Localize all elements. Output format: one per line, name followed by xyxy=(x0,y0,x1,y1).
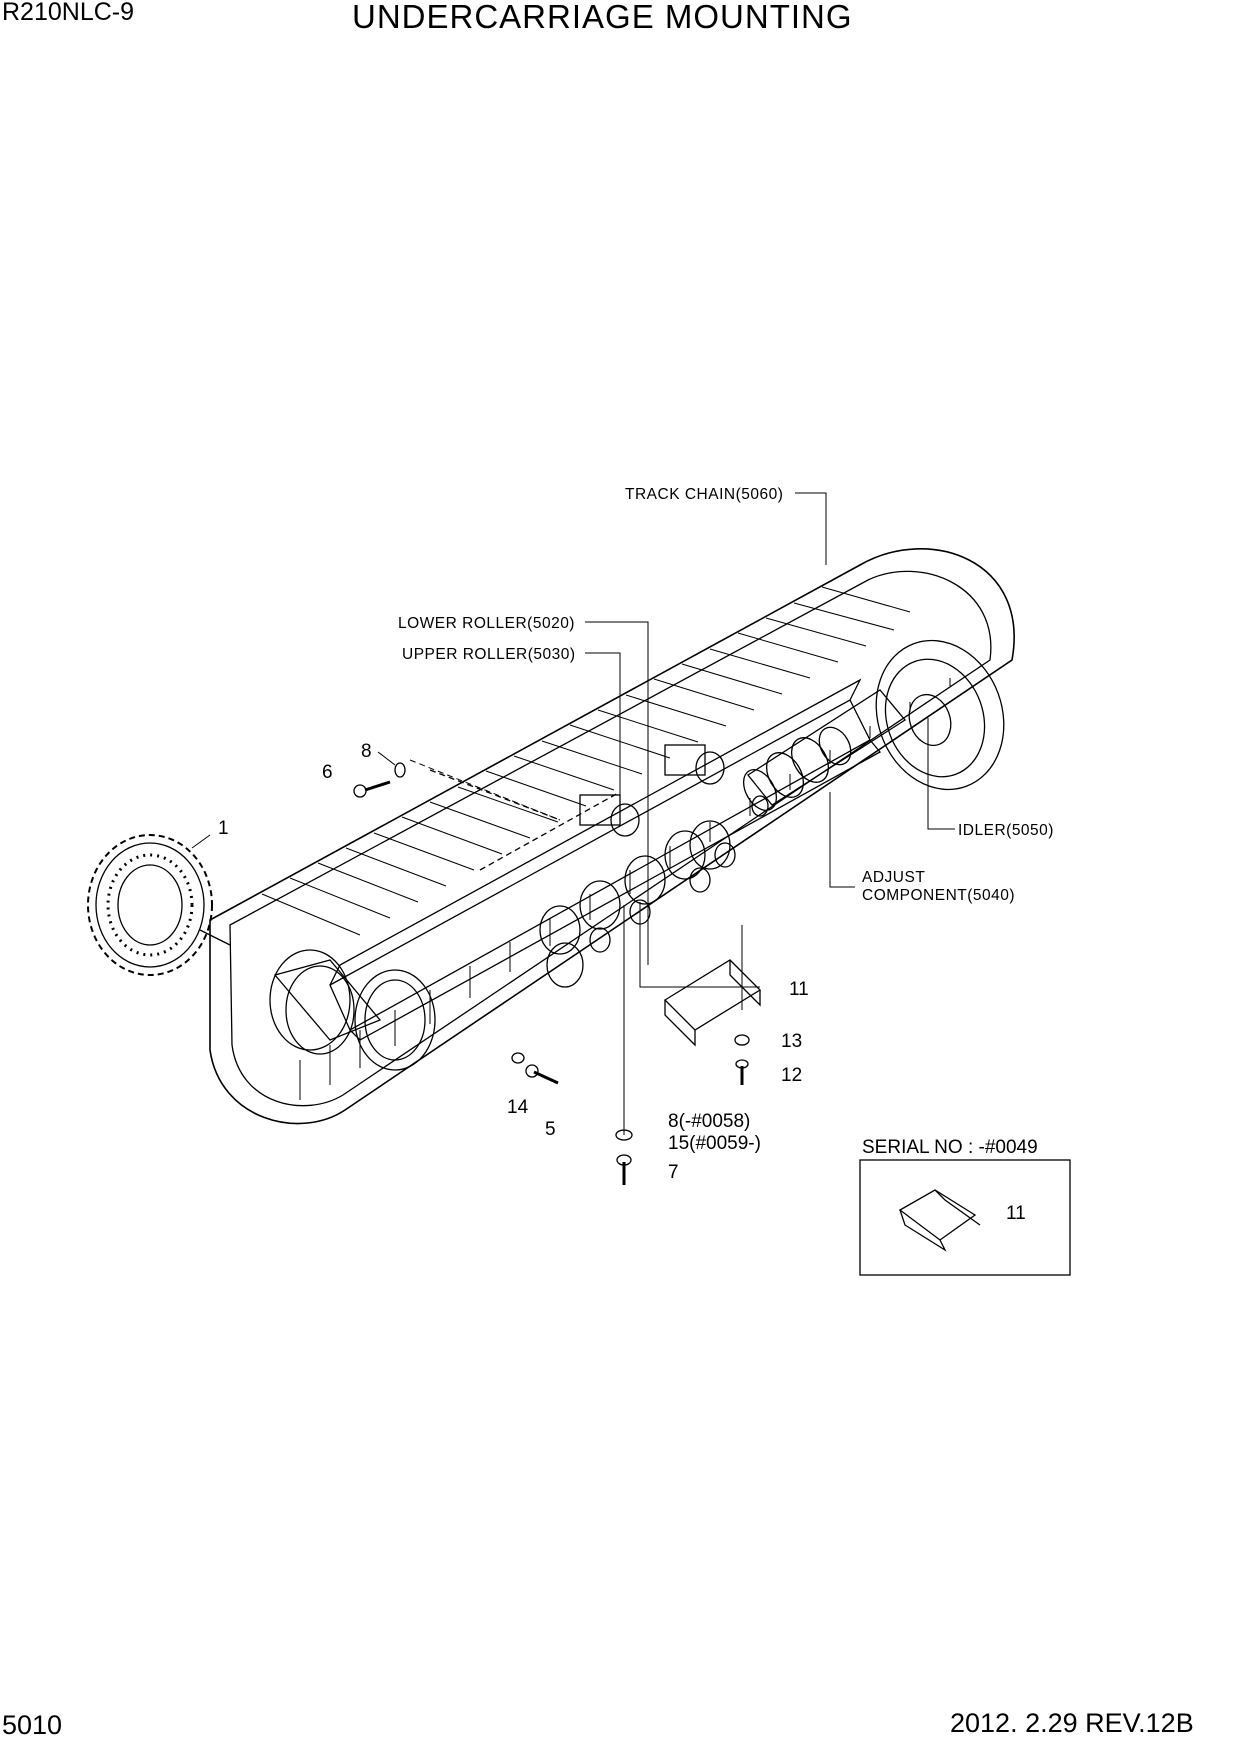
adjust-component-drawing xyxy=(742,689,906,817)
callout-1: 1 xyxy=(218,818,229,839)
model-code: R210NLC-9 xyxy=(2,0,135,26)
callout-8-serial: 8(-#0058) xyxy=(668,1111,750,1132)
upper-rollers-drawing xyxy=(579,744,725,837)
callout-12: 12 xyxy=(781,1065,802,1086)
sprocket-drawing xyxy=(87,834,231,976)
callout-5: 5 xyxy=(545,1119,556,1140)
travel-motor-drawing xyxy=(269,949,436,1071)
idler-drawing xyxy=(875,639,1005,791)
callout-11: 11 xyxy=(789,979,809,1000)
inset-title: SERIAL NO : -#0049 xyxy=(862,1137,1038,1158)
ref-adjust-line1: ADJUST xyxy=(862,869,925,886)
track-guard-drawing xyxy=(663,959,762,1047)
callout-13: 13 xyxy=(781,1031,802,1052)
revision-date: 2012. 2.29 REV.12B xyxy=(950,1708,1194,1738)
inset-frame xyxy=(859,1159,1071,1276)
callout-15-serial: 15(#0059-) xyxy=(668,1133,761,1154)
ref-upper-roller: UPPER ROLLER(5030) xyxy=(402,646,576,663)
ref-track-chain: TRACK CHAIN(5060) xyxy=(625,486,783,503)
page-title: UNDERCARRIAGE MOUNTING xyxy=(352,0,853,35)
track-chain-drawing xyxy=(209,548,1015,1125)
page-number: 5010 xyxy=(2,1710,63,1740)
callout-7: 7 xyxy=(668,1162,679,1183)
fasteners-drawing xyxy=(353,762,750,1185)
callout-6: 6 xyxy=(322,762,333,783)
leader-lines xyxy=(191,492,955,1135)
ref-lower-roller: LOWER ROLLER(5020) xyxy=(398,615,575,632)
inset-callout-11: 11 xyxy=(1006,1203,1026,1224)
callout-8: 8 xyxy=(361,741,372,762)
lower-rollers-drawing xyxy=(539,820,736,988)
ref-idler: IDLER(5050) xyxy=(958,822,1054,839)
ref-adjust-line2: COMPONENT(5040) xyxy=(862,887,1015,904)
track-frame-drawing xyxy=(329,678,882,1041)
inset-track-guard-drawing xyxy=(898,1189,981,1252)
callout-14: 14 xyxy=(507,1097,529,1118)
